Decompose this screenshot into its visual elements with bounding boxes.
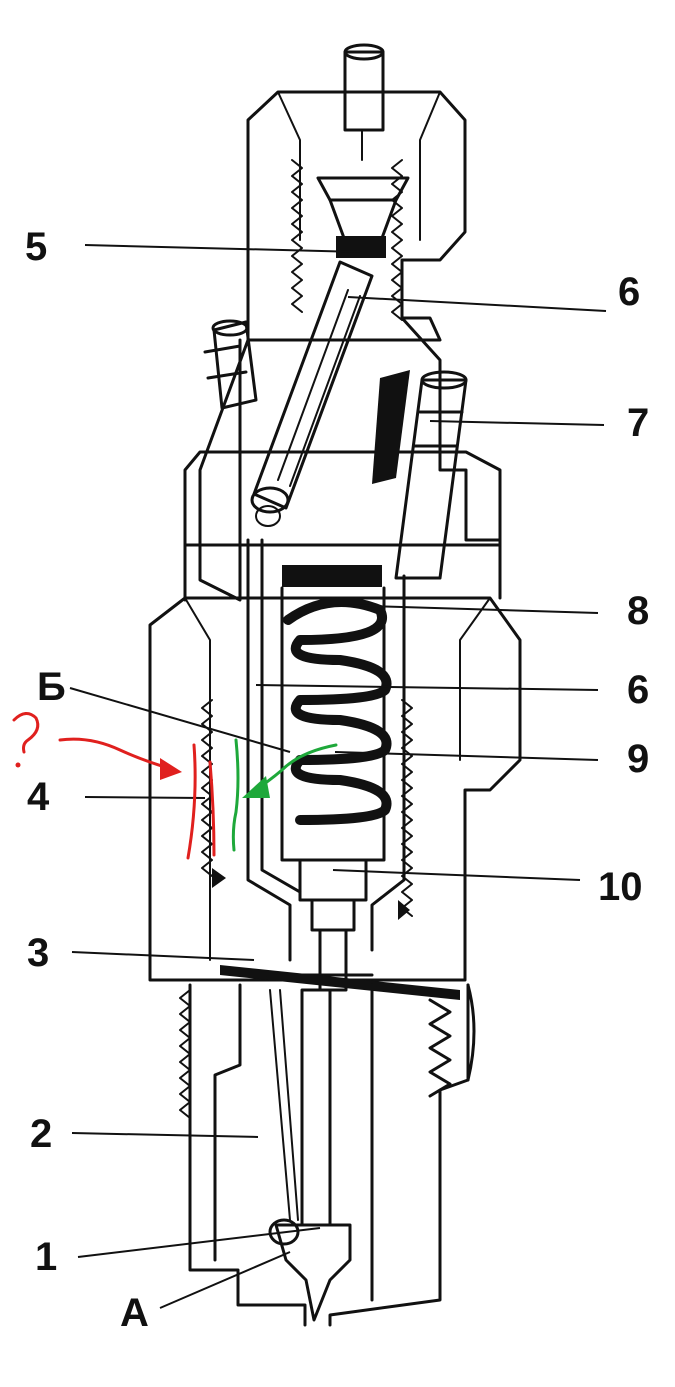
label-8: 8 — [627, 589, 649, 633]
leakoff-nipple-right — [372, 370, 468, 580]
label-5: 5 — [25, 225, 47, 269]
label-2: 2 — [30, 1112, 52, 1156]
label-be: Б — [37, 665, 66, 709]
top-hex-nut — [246, 90, 467, 342]
label-a: А — [120, 1291, 149, 1335]
injector-cross-section — [148, 43, 522, 1327]
upper-body — [183, 316, 502, 602]
label-3: 3 — [27, 931, 49, 975]
label-9: 9 — [627, 737, 649, 781]
label-6-mid: 6 — [627, 668, 649, 712]
label-1: 1 — [35, 1235, 57, 1279]
spring-housing — [246, 538, 406, 962]
red-annotation — [12, 712, 216, 860]
green-annotation — [231, 738, 338, 852]
label-7: 7 — [627, 401, 649, 445]
pressure-spring — [280, 565, 392, 902]
label-6-top: 6 — [618, 270, 640, 314]
leader-lines — [69, 244, 607, 1309]
label-10: 10 — [598, 865, 643, 909]
filter-rod — [250, 260, 374, 527]
leakoff-nipple-left — [203, 319, 258, 410]
part-labels: 5 6 7 8 Б 6 9 4 10 3 2 1 А — [25, 225, 649, 1335]
label-4: 4 — [27, 775, 50, 819]
nozzle-body — [179, 983, 476, 1327]
top-stem — [343, 43, 385, 161]
push-rod — [220, 898, 460, 1000]
